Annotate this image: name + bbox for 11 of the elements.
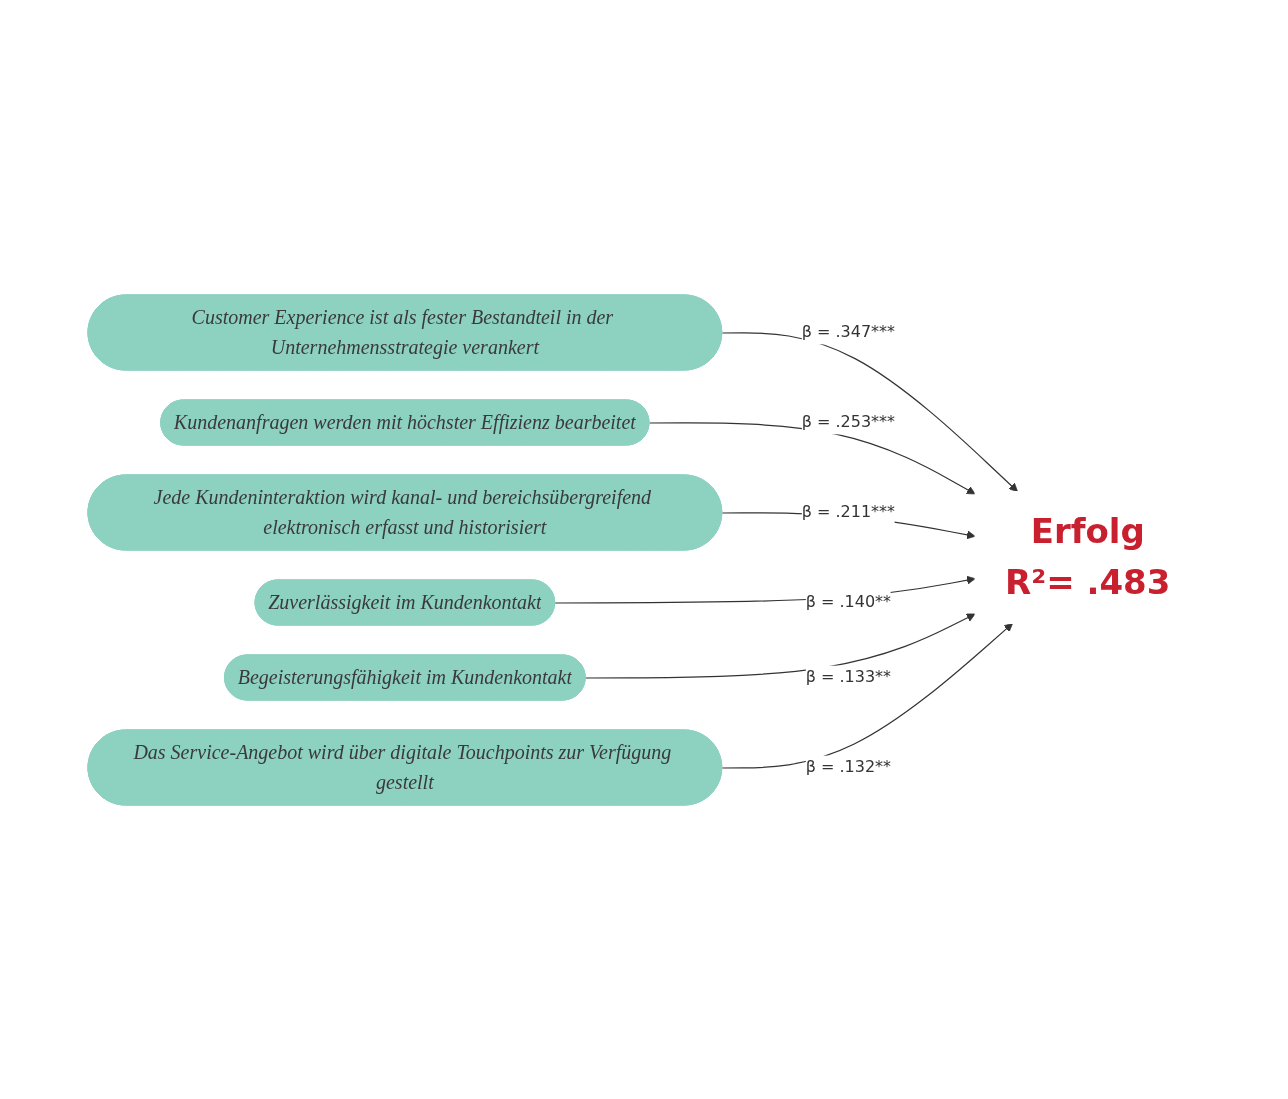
- arrow: [648, 421, 976, 494]
- edge-label: β = .132**: [805, 756, 891, 776]
- arrow: [584, 613, 976, 679]
- edge-label: β = .211***: [801, 501, 895, 521]
- arrow: [721, 331, 1018, 492]
- node-text: Erfolg R²= .483: [1004, 510, 1171, 602]
- edge-label: β = .140**: [805, 591, 891, 611]
- edge-label: β = .253***: [801, 412, 895, 431]
- edge-label: β = .347***: [801, 322, 895, 341]
- edge-label: β = .133**: [805, 666, 891, 686]
- arrow: [721, 622, 1013, 769]
